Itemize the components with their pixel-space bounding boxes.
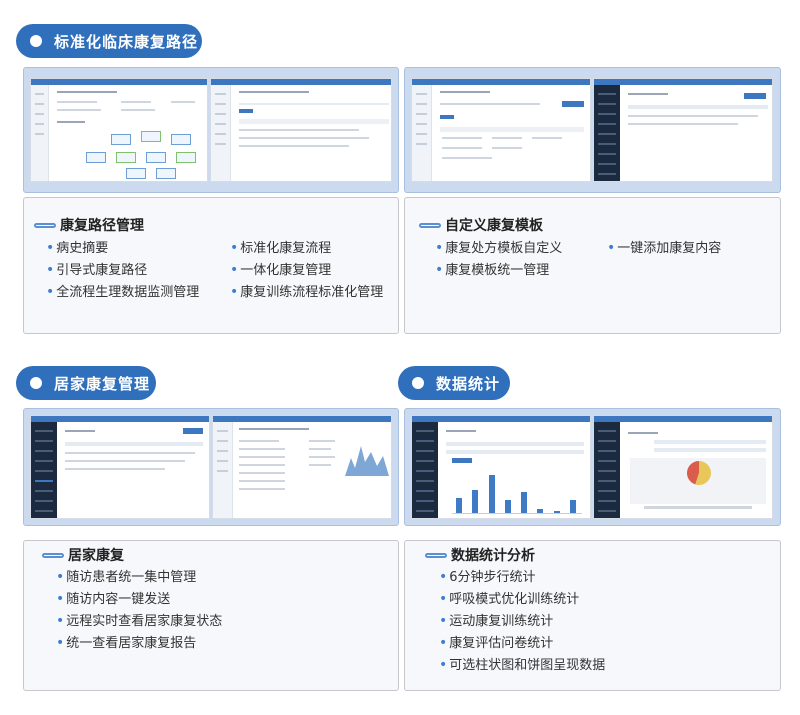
feature-item: •一体化康复管理: [230, 262, 332, 278]
feature-card-path-management: 康复路径管理 •病史摘要 •标准化康复流程 •引导式康复路径 •一体化康复管理 …: [23, 197, 399, 334]
bullet-dot-icon: [30, 35, 42, 47]
screenshot-home-report: [212, 415, 392, 519]
bullet-icon: •: [439, 635, 448, 651]
bullet-icon: •: [439, 613, 448, 629]
screenshot-pathway-flow: [30, 78, 208, 182]
feature-item: •康复评估问卷统计: [439, 635, 554, 651]
bullet-icon: •: [230, 284, 239, 300]
feature-item: •可选柱状图和饼图呈现数据: [439, 657, 606, 673]
bullet-icon: •: [56, 635, 65, 651]
feature-item: •引导式康复路径: [46, 262, 148, 278]
screenshot-pathway-table: [210, 78, 392, 182]
screenshot-frame: [23, 408, 399, 526]
screenshot-home-patients: [30, 415, 210, 519]
section-title-pathway: 标准化临床康复路径: [16, 24, 202, 58]
bullet-icon: •: [230, 240, 239, 256]
pie-slice: [687, 461, 699, 485]
bar: [504, 500, 511, 513]
bullet-icon: •: [439, 657, 448, 673]
feature-item: •呼吸模式优化训练统计: [439, 591, 580, 607]
section-title-stats: 数据统计: [398, 366, 510, 400]
feature-item: •运动康复训练统计: [439, 613, 554, 629]
card-title: 数据统计分析: [425, 545, 535, 565]
feature-card-home-rehab: 居家康复 •随访患者统一集中管理 •随访内容一键发送 •远程实时查看居家康复状态…: [23, 540, 399, 691]
feature-item: •康复模板统一管理: [435, 262, 550, 278]
bullet-icon: •: [56, 613, 65, 629]
bar: [569, 499, 576, 513]
section-title-text: 标准化临床康复路径: [54, 32, 199, 51]
pie-chart: [687, 461, 711, 485]
card-title: 居家康复: [42, 545, 124, 565]
bar: [472, 489, 479, 513]
feature-item: •一键添加康复内容: [607, 240, 722, 256]
feature-item: •康复训练流程标准化管理: [230, 284, 384, 300]
pie-slice: [695, 461, 711, 485]
screenshot-frame: [23, 67, 399, 193]
bullet-icon: •: [435, 262, 444, 278]
mini-area-chart: [345, 446, 389, 476]
bullet-dot-icon: [412, 377, 424, 389]
feature-item: •统一查看居家康复报告: [56, 635, 197, 651]
bullet-dot-icon: [30, 377, 42, 389]
title-bar-icon: [34, 222, 56, 228]
screenshot-frame: [404, 408, 781, 526]
card-title: 自定义康复模板: [419, 215, 543, 235]
bar: [553, 510, 560, 513]
bullet-icon: •: [46, 240, 55, 256]
title-bar-icon: [42, 552, 64, 558]
screenshot-template-form: [411, 78, 591, 182]
screenshot-stats-bar: [411, 415, 591, 519]
feature-item: •6分钟步行统计: [439, 569, 536, 585]
bullet-icon: •: [46, 284, 55, 300]
feature-item: •随访内容一键发送: [56, 591, 171, 607]
bullet-icon: •: [607, 240, 616, 256]
title-bar-icon: [425, 552, 447, 558]
bar-chart: [452, 472, 582, 514]
feature-item: •全流程生理数据监测管理: [46, 284, 200, 300]
feature-item: •标准化康复流程: [230, 240, 332, 256]
feature-item: •康复处方模板自定义: [435, 240, 563, 256]
bullet-icon: •: [230, 262, 239, 278]
bullet-icon: •: [435, 240, 444, 256]
feature-item: •远程实时查看居家康复状态: [56, 613, 223, 629]
feature-card-stats: 数据统计分析 •6分钟步行统计 •呼吸模式优化训练统计 •运动康复训练统计 •康…: [404, 540, 781, 691]
title-bar-icon: [419, 222, 441, 228]
bullet-icon: •: [46, 262, 55, 278]
screenshot-frame: [404, 67, 781, 193]
feature-item: •随访患者统一集中管理: [56, 569, 197, 585]
bar: [456, 498, 462, 513]
bar: [537, 508, 544, 513]
bar: [488, 475, 495, 513]
bullet-icon: •: [56, 591, 65, 607]
screenshot-stats-pie: [593, 415, 773, 519]
screenshot-template-list: [593, 78, 773, 182]
bullet-icon: •: [439, 591, 448, 607]
section-title-home: 居家康复管理: [16, 366, 156, 400]
feature-card-template: 自定义康复模板 •康复处方模板自定义 •一键添加康复内容 •康复模板统一管理: [404, 197, 781, 334]
feature-item: •病史摘要: [46, 240, 109, 256]
bar: [521, 492, 527, 513]
card-title: 康复路径管理: [34, 215, 144, 235]
bullet-icon: •: [56, 569, 65, 585]
bullet-icon: •: [439, 569, 448, 585]
